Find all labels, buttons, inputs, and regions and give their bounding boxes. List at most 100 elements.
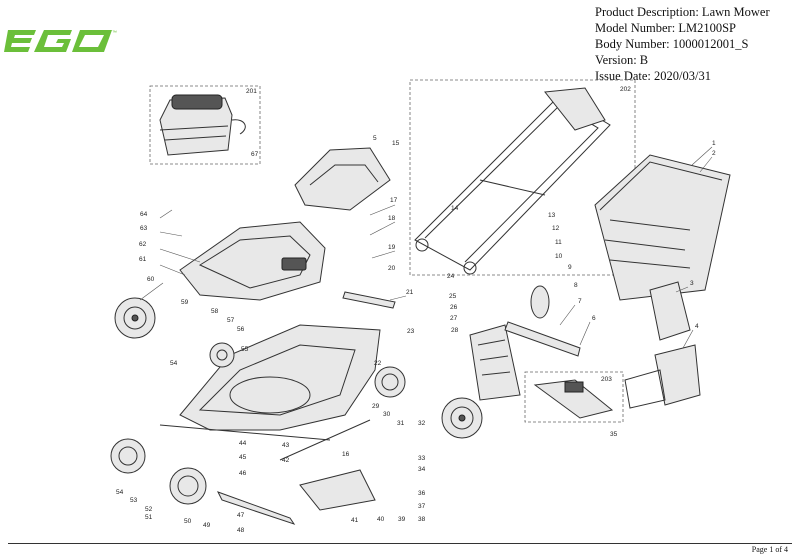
callout-21: 21 [406,289,414,296]
callout-30: 30 [383,411,391,418]
rail-21 [342,291,396,309]
blade-46 [216,491,296,525]
callout-6: 6 [592,315,596,322]
product-description: Product Description: Lawn Mower [595,5,770,19]
callout-39: 39 [398,516,406,523]
chute-3-4 [624,281,701,409]
version: Version: B [595,53,649,67]
callout-25: 25 [449,293,457,300]
callout-58: 58 [211,308,219,315]
top-cover [179,221,326,301]
callout-20: 20 [388,265,396,272]
callout-51: 51 [145,514,153,521]
callout-52: 52 [145,506,153,513]
issue-date: Issue Date: 2020/03/31 [595,69,711,83]
callout-38: 38 [418,516,426,523]
wheel-60 [114,297,156,339]
callout-57: 57 [227,317,235,324]
callout-12: 12 [552,225,560,232]
callout-54b: 54 [170,360,178,367]
callout-14: 14 [451,205,459,212]
callout-54: 54 [116,489,124,496]
wheel-rear [441,397,483,439]
callout-35: 35 [610,431,618,438]
callout-13: 13 [548,212,556,219]
callout-26: 26 [450,304,458,311]
callout-4: 4 [695,323,699,330]
callout-18: 18 [388,215,396,222]
callout-48: 48 [237,527,245,534]
callout-10: 10 [555,253,563,260]
callout-49: 49 [203,522,211,529]
callout-40: 40 [377,516,385,523]
callout-59: 59 [181,299,189,306]
callout-3: 3 [690,280,694,287]
body-number: Body Number: 1000012001_S [595,37,749,51]
callout-31: 31 [397,420,405,427]
ego-logo: ™ [4,30,117,52]
callout-202: 202 [620,86,631,93]
callout-203: 203 [601,376,612,383]
model-number: Model Number: LM2100SP [595,21,736,35]
callout-19: 19 [388,244,396,251]
callout-42: 42 [282,457,290,464]
plate-7 [504,321,581,357]
callout-60: 60 [147,276,155,283]
callout-7: 7 [578,298,582,305]
callout-61: 61 [139,256,147,263]
callout-201: 201 [246,88,257,95]
wheel-9 [530,285,550,319]
rear-plate [469,324,521,401]
callout-47: 47 [237,512,245,519]
battery-pack [159,94,246,156]
motor-assembly [533,379,614,419]
callout-53: 53 [130,497,138,504]
svg-text:™: ™ [112,30,117,36]
product-info: Product Description: Lawn Mower Model Nu… [595,4,770,84]
callout-17: 17 [390,197,398,204]
mower-deck [179,324,381,431]
wheel-50 [169,467,207,505]
callout-46: 46 [239,470,247,477]
callout-labels: 1 2 3 4 5 6 7 8 9 10 11 12 13 14 15 16 1… [116,86,716,534]
callout-33: 33 [418,455,426,462]
callout-32: 32 [418,420,426,427]
footer-rule [8,543,792,544]
callout-64: 64 [140,211,148,218]
wheel-52 [110,438,146,474]
callout-1: 1 [712,140,716,147]
callout-5: 5 [373,135,377,142]
callout-15: 15 [392,140,400,147]
callout-44: 44 [239,440,247,447]
callout-9: 9 [568,264,572,271]
callout-56: 56 [237,326,245,333]
callout-22: 22 [374,360,382,367]
pulley-57 [209,342,235,368]
callout-37: 37 [418,503,426,510]
callout-29: 29 [372,403,380,410]
page-number: Page 1 of 4 [751,545,788,554]
callout-36: 36 [418,490,426,497]
callout-43: 43 [282,442,290,449]
callout-24: 24 [447,273,455,280]
callout-8: 8 [574,282,578,289]
callout-27: 27 [450,315,458,322]
callout-55: 55 [241,346,249,353]
callout-45: 45 [239,454,247,461]
callout-2: 2 [712,150,716,157]
top-shroud-15 [294,147,391,211]
handle-assembly [414,87,611,275]
wheel-hub-22 [374,366,406,398]
grass-bag [594,154,731,301]
bracket-41 [299,469,376,511]
callout-41: 41 [351,517,359,524]
callout-23: 23 [407,328,415,335]
callout-28: 28 [451,327,459,334]
callout-34: 34 [418,466,426,473]
callout-62: 62 [139,241,147,248]
callout-50: 50 [184,518,192,525]
callout-63: 63 [140,225,148,232]
leader-lines [139,146,713,349]
